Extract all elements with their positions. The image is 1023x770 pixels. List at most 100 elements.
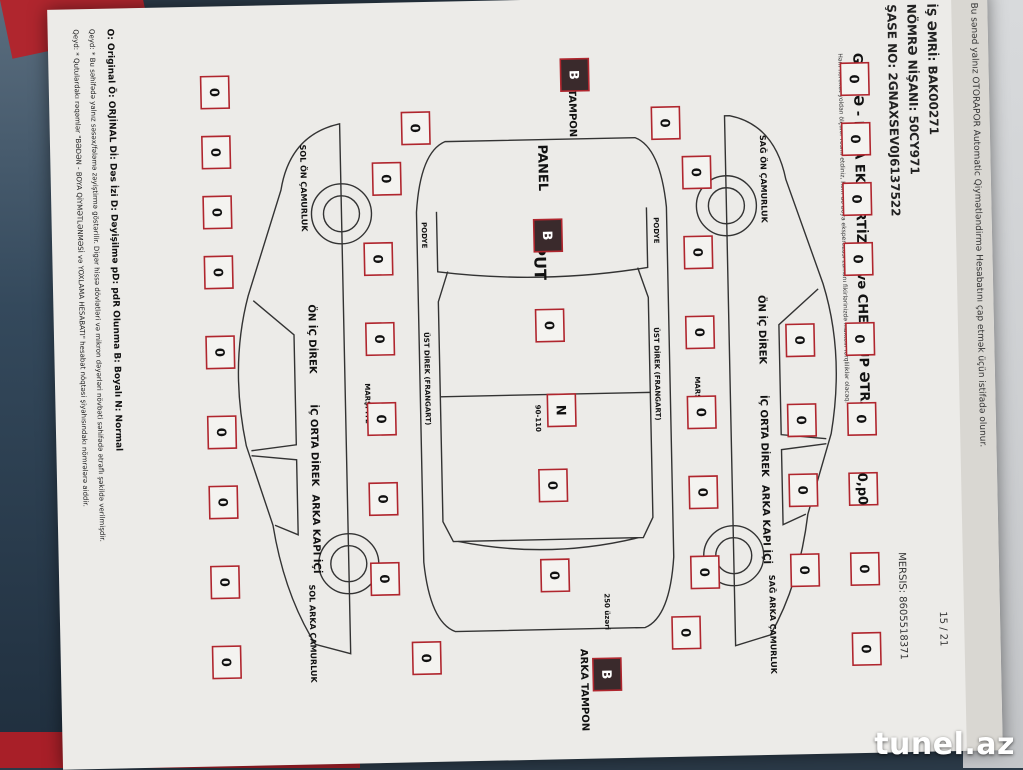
label-sol-arka-camurluk: SOL ARKA ÇAMURLUK (307, 584, 318, 683)
measurement-box-frame (203, 255, 234, 290)
measurement-box-frame (199, 75, 231, 110)
measurement-box: 0 (845, 321, 876, 357)
measurement-box-frame (371, 161, 402, 196)
car-top-view (415, 136, 675, 633)
measurement-box-value: B (598, 669, 613, 679)
label-over-250: 250 üzəri (602, 593, 611, 630)
measurement-box-value: 0 (544, 481, 559, 490)
measurement-box: 0 (788, 473, 819, 508)
measurement-box-value: 0 (218, 658, 233, 667)
measurement-box-value: 0,p0 (854, 473, 870, 506)
measurement-box: 0 (789, 553, 821, 588)
measurement-box: 0 (688, 475, 719, 510)
label-podye-bottom: PODYE (420, 222, 429, 249)
measurement-box-value: 0 (677, 628, 692, 637)
measurement-box-value: 0 (688, 168, 703, 177)
measurement-box: 0 (201, 135, 232, 170)
document-rotated-content: Bu sənəd yalnız OTORAPOR Automatic Qiymə… (47, 0, 1003, 770)
label-sag-on-camurluk: SAĞ ÖN ÇAMURLUK (758, 135, 771, 224)
measurement-box: 0 (851, 631, 882, 667)
measurement-box-frame (788, 473, 819, 508)
label-range: 90-110 (534, 405, 543, 433)
label-arka-kapi-ici-top: ARKA KAPI İÇİ (759, 485, 775, 564)
label-podye-top: PODYE (652, 217, 661, 244)
measurement-box: 0 (534, 308, 566, 343)
measurement-box-frame (369, 561, 401, 597)
measurement-box: 0 (840, 121, 872, 157)
measurement-box-value: 0 (214, 498, 229, 507)
measurement-box: 0 (846, 401, 878, 437)
note-2: Qeyd: * Qutulardakı rəqəmlər "BƏDƏN - BO… (72, 29, 91, 507)
measurement-box-frame (842, 181, 873, 217)
measurement-box-value: 0 (794, 486, 809, 495)
measurement-box-value: 0 (853, 414, 868, 423)
inspection-document: Bu sənəd yalnız OTORAPOR Automatic Qiymə… (47, 0, 1003, 770)
label-sol-on-camurluk: SOL ÖN ÇAMURLUK (298, 144, 310, 232)
measurement-box: 0 (539, 558, 571, 593)
measurement-box-frame (211, 645, 242, 680)
measurement-boxes: 0000000,p0000000B0000000B0N000B000000000… (199, 57, 882, 692)
measurement-box-value: 0 (378, 174, 393, 183)
measurement-box-frame (681, 155, 712, 190)
measurement-box-frame (366, 401, 397, 437)
measurement-box: 0 (686, 395, 717, 430)
measurement-box-value: 0 (846, 74, 861, 83)
measurement-box-frame (208, 485, 239, 520)
measurement-box: 0 (681, 155, 712, 190)
measurement-box-frame (789, 553, 821, 588)
label-ic-orta-direk-bottom: İÇ ORTA DİREK (307, 404, 323, 487)
measurement-box-value: 0 (858, 644, 873, 653)
measurement-box-frame (688, 475, 719, 510)
measurement-box-frame (400, 111, 431, 146)
page-number: 15 / 21 (937, 611, 949, 646)
watermark-logo: tunel.az (874, 727, 1015, 762)
measurement-box-frame (546, 393, 577, 428)
measurement-box-frame (845, 321, 876, 357)
measurement-box-frame (538, 468, 569, 503)
measurement-box-value: 0 (210, 268, 225, 277)
measurement-box-frame (364, 321, 396, 357)
measurement-box-value: N (553, 405, 568, 416)
measurement-box-value: B (566, 70, 581, 80)
label-ust-direk-top: ÜST DİREK (FRANGART) (652, 327, 663, 420)
measurement-box-frame (686, 395, 717, 430)
car-schematic: Bu sənəd yalnız OTORAPOR Automatic Qiymə… (72, 0, 1003, 751)
measurement-box-value: 0 (694, 488, 709, 497)
label-ic-orta-direk-top: İÇ ORTA DİREK (757, 395, 773, 478)
measurement-box: 0 (684, 315, 716, 350)
label-ust-direk-bottom: ÜST DİREK (FRANGART) (422, 332, 433, 425)
measurement-box-frame (206, 415, 238, 450)
label-on-ic-direk-top: ÖN İÇ DİREK (755, 295, 770, 366)
measurement-box-value: 0 (796, 566, 811, 575)
measurement-box-frame (849, 551, 881, 587)
measurement-box-frame (848, 471, 879, 507)
measurement-box-value: 0 (851, 334, 866, 343)
measurement-box: 0 (205, 335, 236, 370)
measurement-box-value: 0 (849, 254, 864, 263)
measurement-box-frame (411, 641, 442, 676)
measurement-box: 0,p0 (848, 471, 879, 507)
measurement-box-frame (202, 195, 233, 230)
measurement-box-value: 0 (847, 134, 862, 143)
label-arka-kapi-ici-bottom: ARKA KAPI İÇİ (309, 494, 325, 573)
measurement-box-value: 0 (856, 564, 871, 573)
job-number: İŞ ƏMRİ: BAK00271 (924, 3, 942, 135)
measurement-box-frame (559, 57, 590, 93)
measurement-box-value: 0 (693, 408, 708, 417)
measurement-box-value: 0 (213, 428, 228, 437)
measurement-box-frame (534, 308, 566, 343)
measurement-box: 0 (411, 641, 442, 676)
measurement-box-value: 0 (848, 194, 863, 203)
measurement-box-value: 0 (541, 321, 556, 330)
measurement-box: 0 (689, 555, 721, 590)
measurement-box-frame (650, 105, 681, 141)
legend-line: O: Original Ö: ORJİNAL Dİ: Dəs İzi D: Də… (105, 28, 125, 451)
measurement-box-frame (201, 135, 232, 170)
measurement-box: B (592, 657, 623, 692)
measurement-box: 0 (842, 181, 873, 217)
measurement-box-frame (592, 657, 623, 692)
measurement-box: B (559, 57, 590, 93)
measurement-box-frame (843, 241, 874, 277)
measurement-box-frame (205, 335, 236, 370)
measurement-box: N (546, 393, 577, 428)
